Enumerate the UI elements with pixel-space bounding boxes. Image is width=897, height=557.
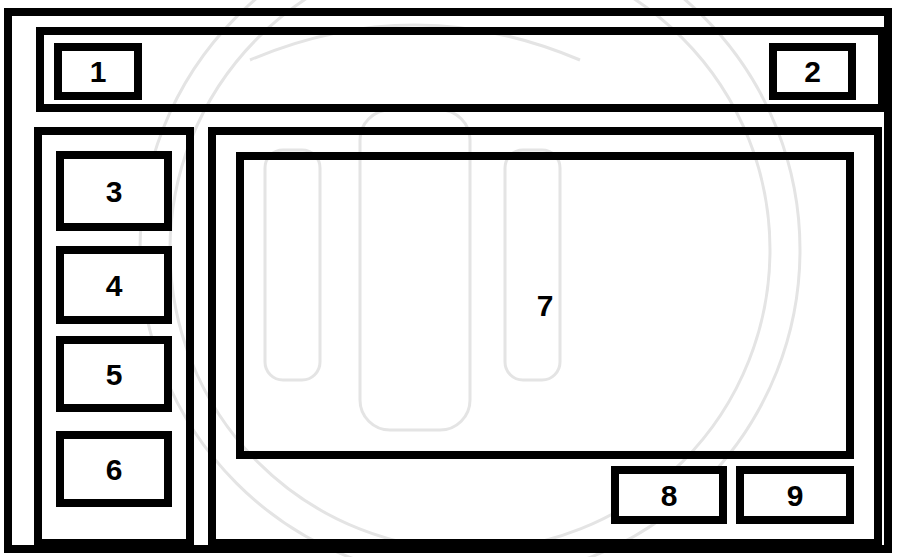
nav-button: 5	[56, 336, 172, 412]
logo-box: 1	[54, 43, 142, 100]
watermark-ring	[170, 0, 770, 550]
content-panel	[212, 131, 878, 543]
page-frame	[8, 12, 888, 549]
nav-button: 4	[56, 246, 172, 324]
header-band	[40, 31, 882, 108]
callout-number: 5	[106, 358, 123, 391]
action-button: 9	[736, 466, 854, 524]
watermark-figure	[505, 150, 560, 380]
nav-button: 3	[56, 151, 172, 231]
callout-number: 1	[90, 55, 107, 88]
action-button: 8	[611, 466, 727, 524]
callout-number: 3	[106, 175, 123, 208]
menu-box: 2	[769, 43, 856, 100]
callout-number: 2	[804, 55, 821, 88]
callout-number: 8	[661, 479, 678, 512]
callout-number: 9	[787, 479, 804, 512]
callout-number: 7	[537, 289, 554, 322]
sidebar-panel	[38, 131, 190, 543]
content-area: 7	[236, 152, 854, 459]
callout-number: 4	[106, 269, 123, 302]
callout-number: 6	[106, 453, 123, 486]
nav-button: 6	[56, 431, 172, 507]
watermark-figure	[265, 150, 320, 380]
